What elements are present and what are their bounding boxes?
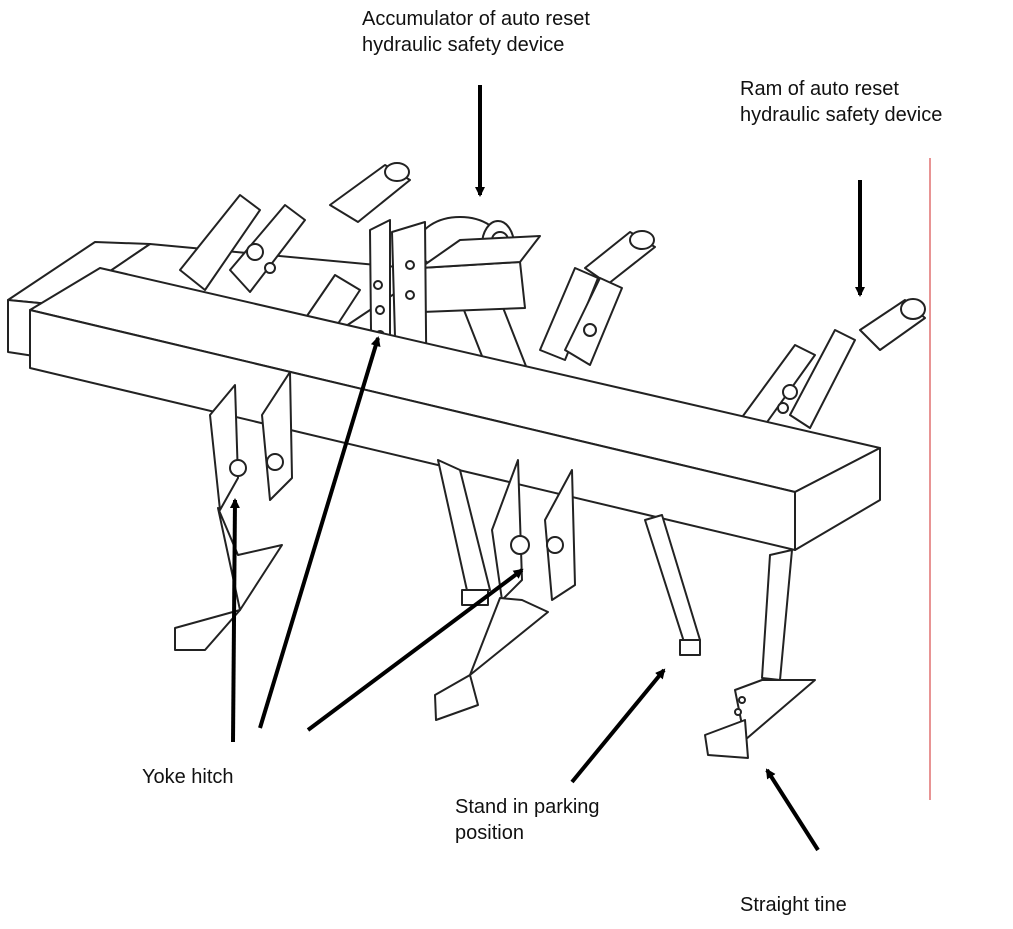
machine-drawing: [7, 162, 926, 759]
tine-left: [174, 371, 293, 651]
cylinder-right: [859, 298, 926, 351]
arrow-straight-tine: [765, 768, 820, 852]
safety-device-left: [179, 194, 306, 293]
label-yoke-hitch: Yoke hitch: [142, 766, 234, 788]
label-ram: Ram of auto reset hydraulic safety devic…: [740, 78, 943, 126]
label-straight-tine: Straight tine: [740, 894, 847, 916]
tine-middle: [434, 459, 576, 721]
safety-device-right: [739, 329, 856, 433]
arrow-yoke-middle: [306, 568, 524, 732]
safety-device-middle: [539, 267, 623, 366]
cylinder-left: [329, 162, 411, 223]
front-beam: [29, 267, 881, 551]
arrow-yoke-left: [229, 498, 240, 743]
cylinder-middle: [584, 230, 656, 285]
stand-rear: [437, 459, 491, 606]
tine-straight: [704, 549, 816, 759]
arrow-yoke-centre: [258, 336, 381, 729]
label-stand: Stand in parking position: [455, 796, 600, 844]
callout-arrows: [229, 85, 865, 852]
stand-parking: [644, 514, 701, 656]
label-accumulator: Accumulator of auto reset hydraulic safe…: [362, 8, 590, 56]
arrow-stand: [570, 668, 666, 784]
